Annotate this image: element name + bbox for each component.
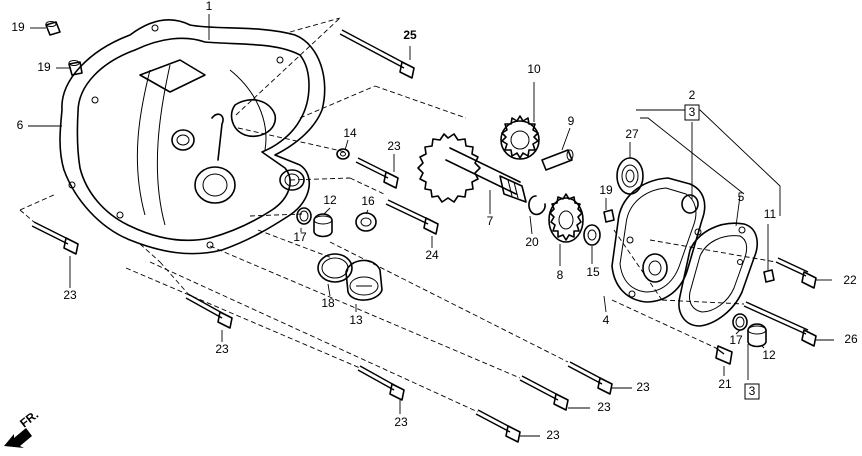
dowel-pin — [45, 21, 61, 36]
thrust-washer — [583, 224, 601, 246]
callouts: 1 19 19 6 23 23 23 23 23 23 25 14 23 12 … — [11, 0, 858, 442]
callout-27: 27 — [625, 127, 639, 141]
dowel-pin — [68, 60, 83, 76]
callout-23: 23 — [394, 415, 408, 429]
o-ring — [732, 313, 748, 331]
callout-16: 16 — [361, 194, 375, 208]
callout-20: 20 — [525, 235, 539, 249]
callout-17: 17 — [293, 230, 307, 244]
flange-bolt — [775, 257, 817, 289]
gear-cover — [611, 177, 706, 303]
callout-23: 23 — [636, 380, 650, 394]
flange-bolt — [355, 157, 399, 189]
callout-23: 23 — [215, 342, 229, 356]
circlip — [528, 195, 546, 216]
callout-24: 24 — [425, 248, 439, 262]
callout-8: 8 — [557, 268, 564, 282]
callout-6: 6 — [17, 118, 24, 132]
collar — [355, 212, 377, 232]
idle-shaft — [541, 149, 574, 171]
flange-bolt — [519, 375, 569, 411]
washer — [336, 148, 350, 160]
callout-14: 14 — [343, 126, 357, 140]
flange-bolt — [31, 221, 79, 255]
flange-bolt — [339, 29, 415, 79]
callout-19: 19 — [37, 60, 51, 74]
cap — [313, 213, 333, 238]
flange-bolt — [743, 301, 817, 347]
o-ring — [296, 207, 312, 225]
driven-gear — [548, 193, 584, 243]
callout-3: 3 — [689, 105, 696, 119]
flange-bolt — [185, 293, 233, 329]
callout-26: 26 — [844, 332, 858, 346]
callout-25: 25 — [403, 28, 417, 42]
callout-22: 22 — [843, 273, 857, 287]
callout-13: 13 — [349, 313, 363, 327]
flange-bolt — [385, 199, 439, 235]
bearing — [616, 157, 644, 195]
dowel-pin — [603, 209, 615, 223]
callout-21: 21 — [718, 377, 732, 391]
callout-12: 12 — [323, 193, 337, 207]
kick-shaft-gear — [417, 133, 527, 203]
callout-19: 19 — [11, 20, 25, 34]
filler-cap — [345, 259, 383, 301]
flange-bolt — [475, 409, 521, 443]
callout-23: 23 — [387, 139, 401, 153]
idle-gear — [500, 115, 540, 160]
callout-3: 3 — [749, 384, 756, 398]
flange-bolt — [567, 361, 613, 395]
callout-23: 23 — [546, 428, 560, 442]
flange-bolt — [715, 345, 733, 365]
outer-cover — [678, 222, 758, 327]
callout-10: 10 — [527, 62, 541, 76]
callout-17: 17 — [729, 333, 743, 347]
callout-2: 2 — [689, 88, 696, 102]
cap — [747, 323, 767, 348]
callout-23: 23 — [597, 400, 611, 414]
callout-15: 15 — [586, 265, 600, 279]
callout-18: 18 — [321, 296, 335, 310]
callout-7: 7 — [487, 214, 494, 228]
callout-23: 23 — [63, 288, 77, 302]
front-direction-label: FR. — [17, 407, 41, 430]
callout-9: 9 — [568, 114, 575, 128]
front-arrow-icon: FR. — [4, 407, 41, 448]
small-bolt — [763, 269, 775, 283]
callout-5: 5 — [738, 190, 745, 204]
callout-4: 4 — [603, 313, 610, 327]
flange-bolt — [357, 365, 405, 401]
callout-1: 1 — [206, 0, 213, 13]
callout-11: 11 — [764, 207, 777, 221]
callout-12: 12 — [762, 348, 776, 362]
callout-19: 19 — [599, 183, 613, 197]
leader-lines — [19, 14, 834, 437]
crankcase-cover — [59, 19, 326, 255]
box-3 — [684, 104, 700, 121]
box-3 — [744, 383, 760, 400]
